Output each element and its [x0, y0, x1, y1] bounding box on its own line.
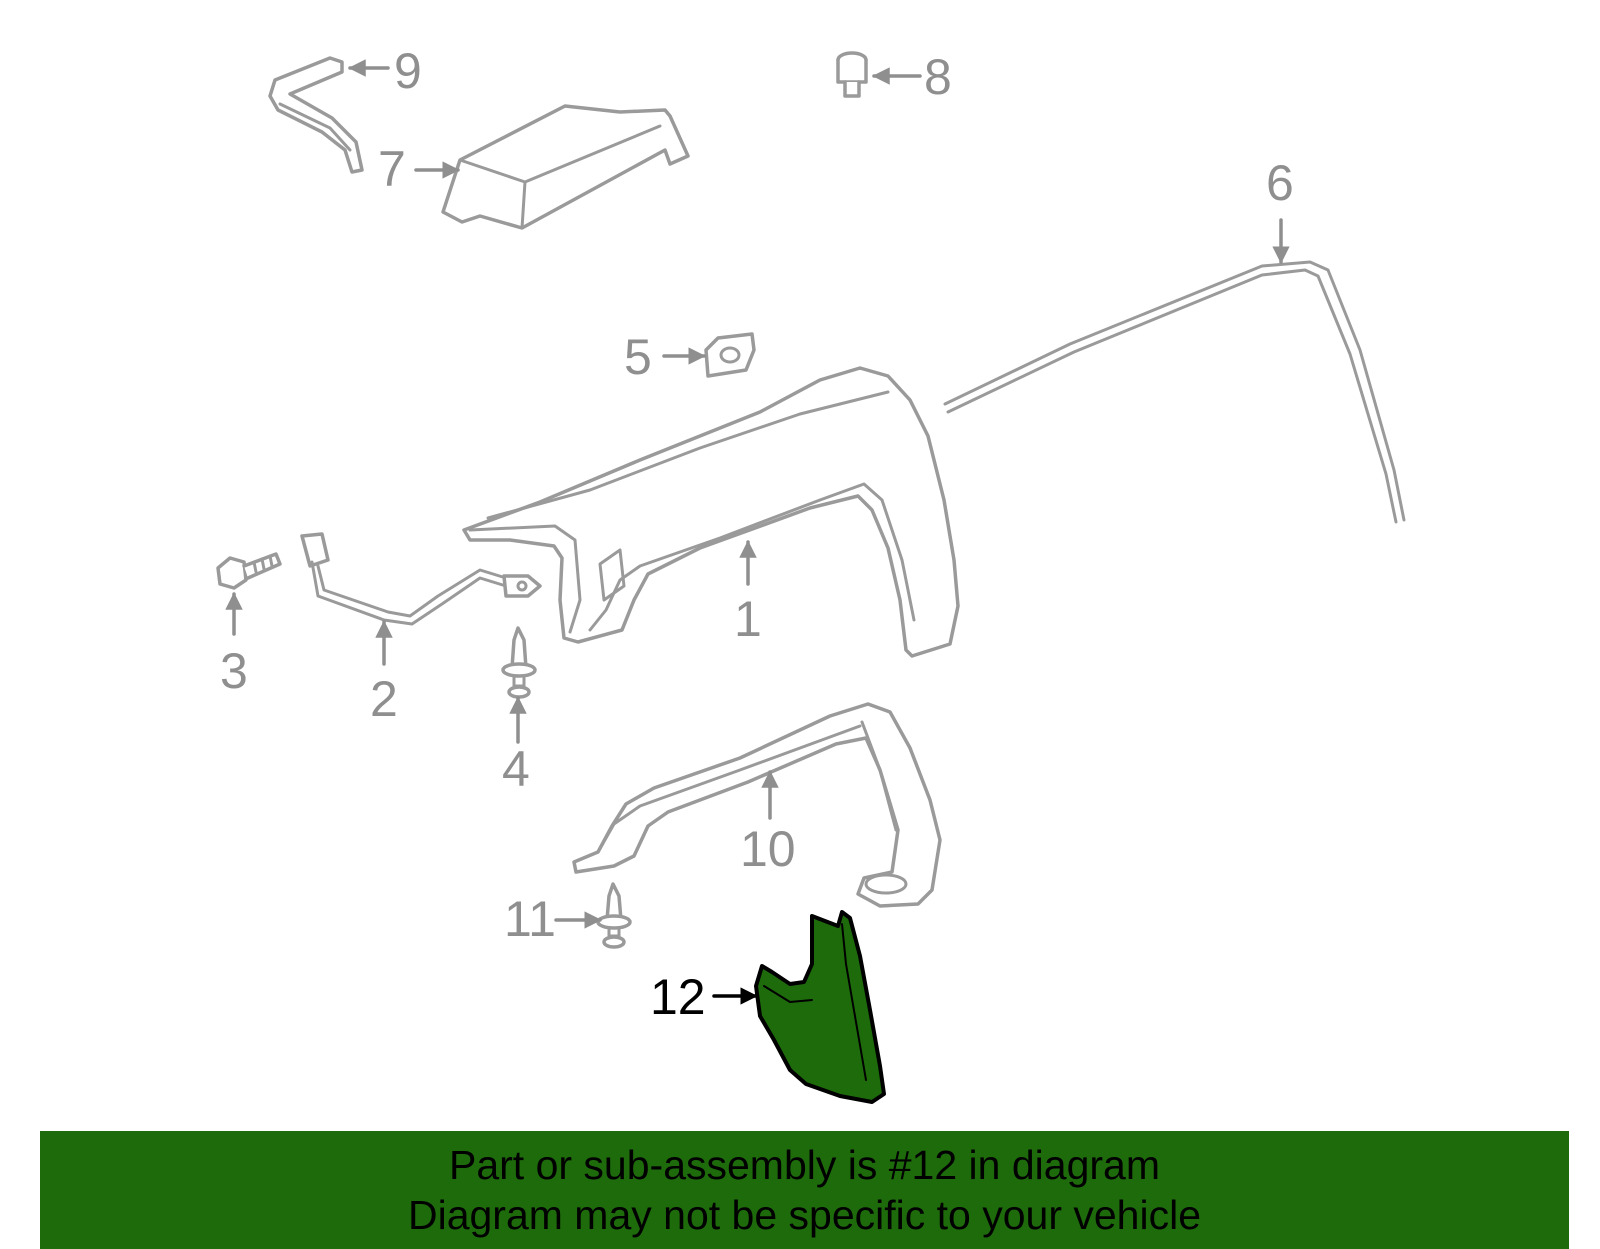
part-10-flare [572, 702, 942, 908]
callout-6: 6 [1266, 155, 1294, 211]
part-11-fastener [596, 882, 632, 949]
part-4-fastener [501, 626, 537, 699]
part-8-pushpin [836, 51, 868, 98]
callout-1: 1 [734, 591, 762, 647]
banner-line-2: Diagram may not be specific to your vehi… [407, 1192, 1201, 1238]
callout-7: 7 [378, 141, 406, 197]
callout-8: 8 [924, 49, 952, 105]
part-5-clip [704, 332, 756, 378]
callout-9: 9 [394, 43, 422, 99]
info-banner: Part or sub-assembly is #12 in diagram D… [40, 1131, 1569, 1249]
part-7-cover [441, 104, 690, 230]
part-2-cable [300, 532, 542, 626]
part-9-strip [268, 56, 364, 174]
banner-line-1: Part or sub-assembly is #12 in diagram [449, 1142, 1160, 1188]
part-1-fender [462, 366, 960, 658]
callout-arrows [225, 59, 1290, 1005]
callout-labels: 9 8 7 6 5 1 3 2 4 10 11 12 [220, 43, 1294, 1025]
callout-11: 11 [504, 891, 556, 947]
callout-2: 2 [370, 671, 398, 727]
callout-3: 3 [220, 643, 248, 699]
callout-4: 4 [502, 741, 530, 797]
part-6-molding [943, 260, 1406, 524]
callout-12: 12 [650, 969, 706, 1025]
callout-10: 10 [740, 821, 796, 877]
part-12-mudflap [754, 910, 886, 1104]
part-3-bolt [216, 552, 282, 590]
callout-5: 5 [624, 329, 652, 385]
